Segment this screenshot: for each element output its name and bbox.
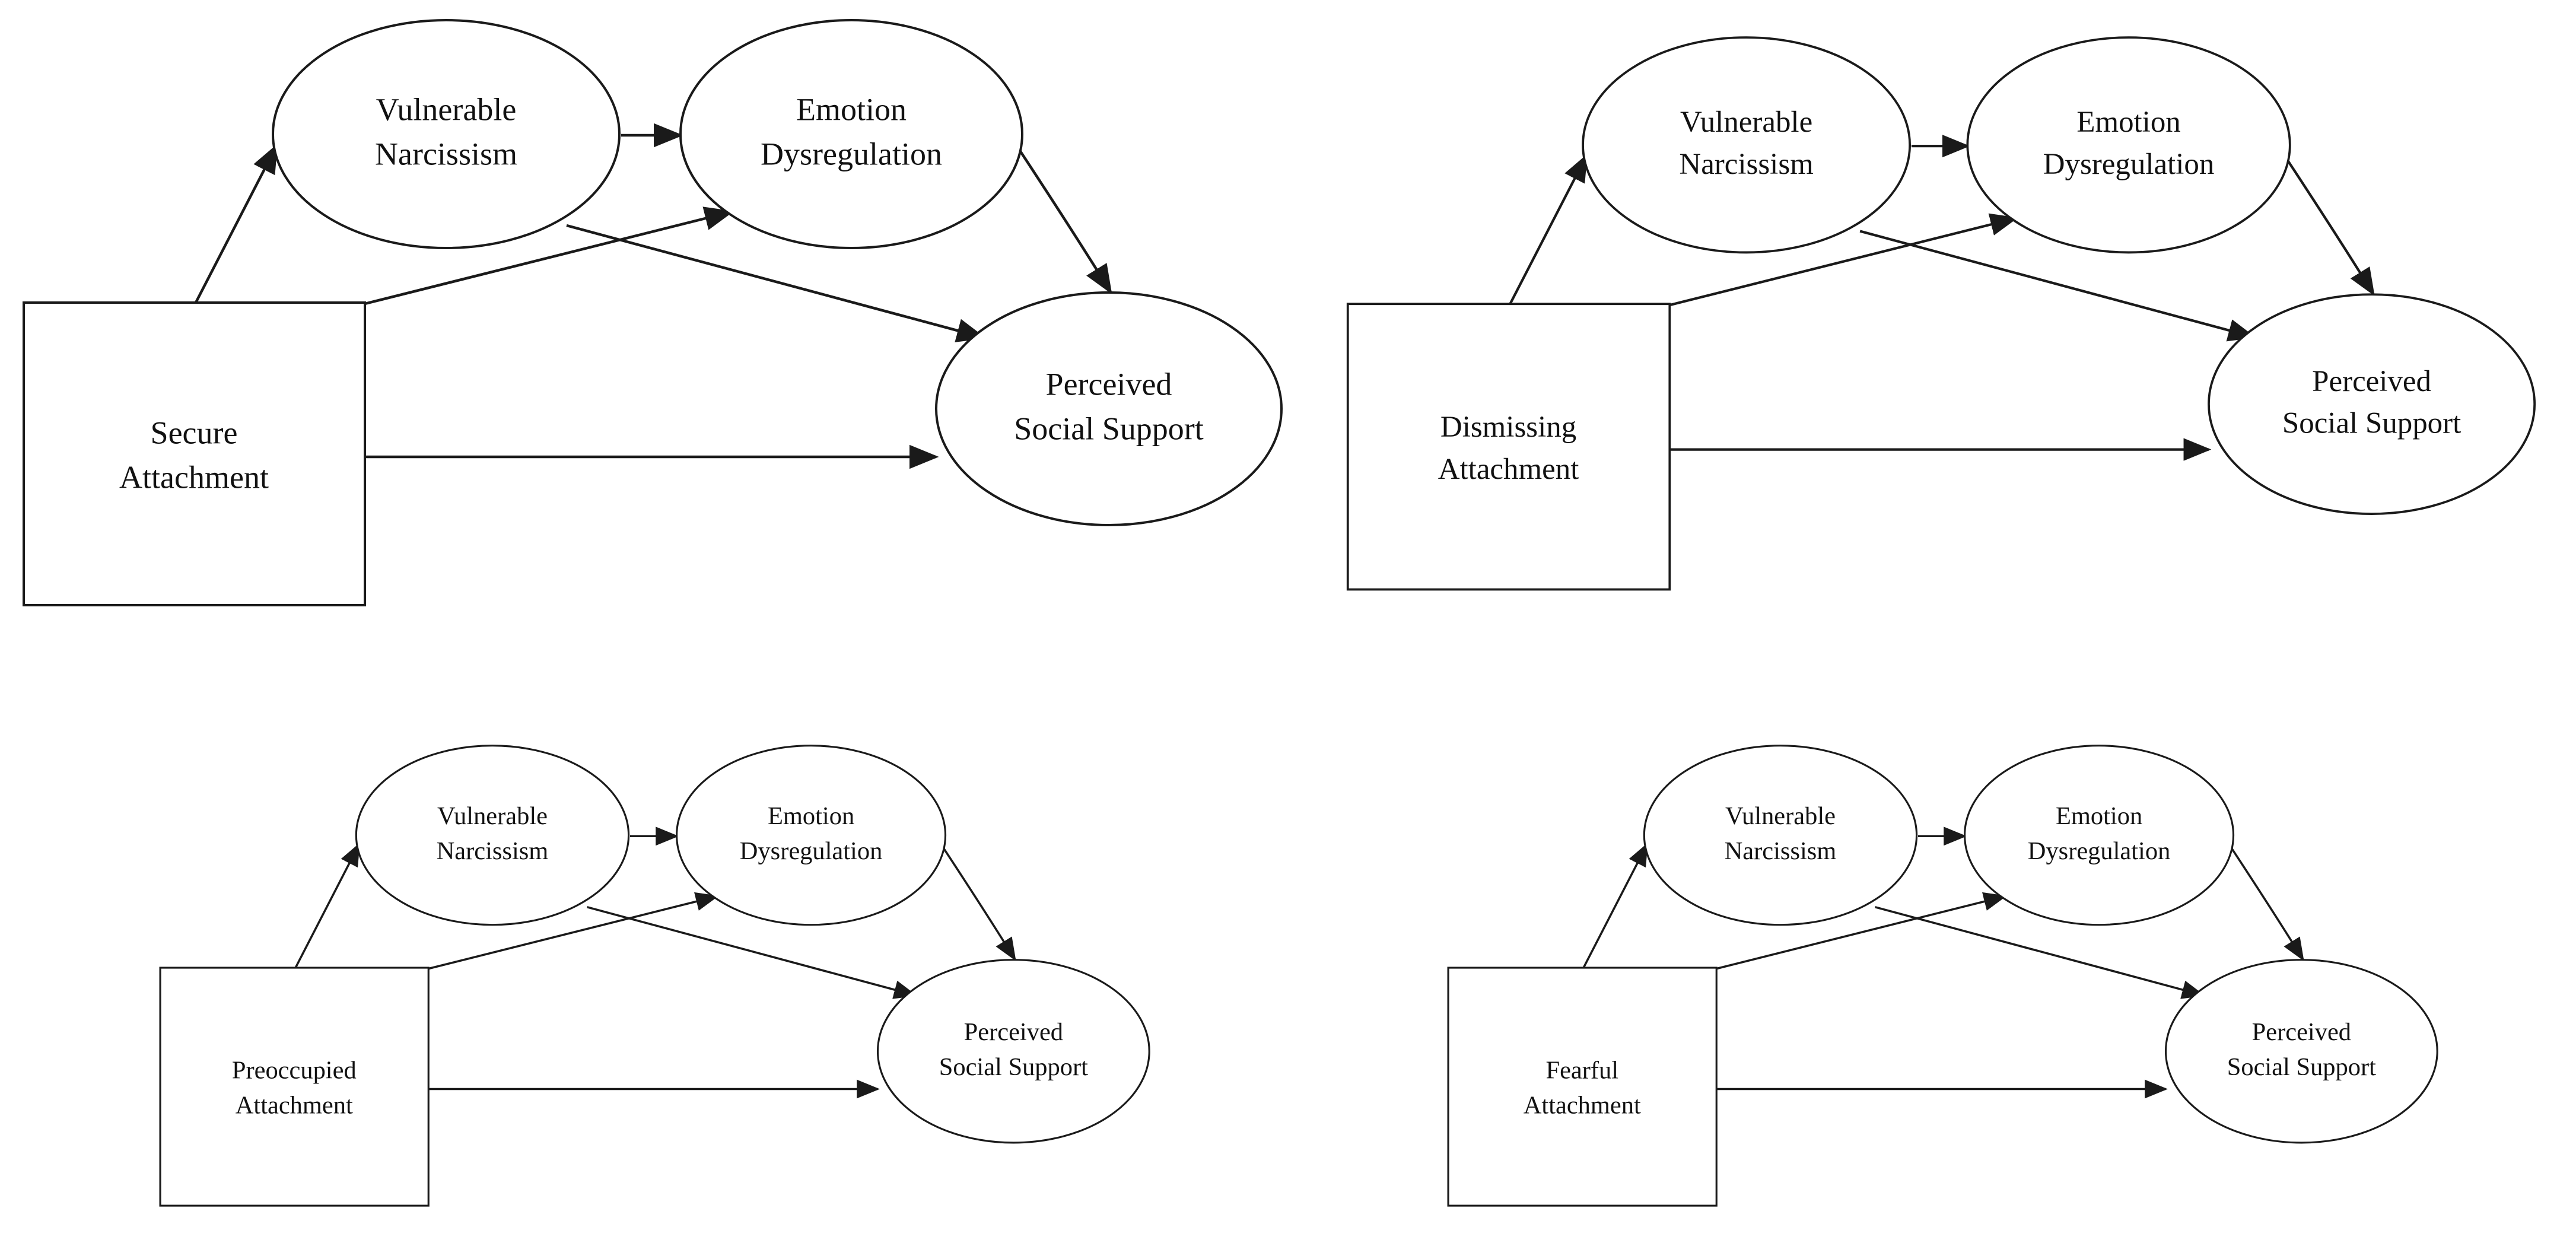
diagram-panel-secure: Secure Attachment Vulnerable Narcissism … <box>23 19 1283 606</box>
node-outcome-ellipse[interactable] <box>2208 293 2536 515</box>
node-mediator2-ellipse[interactable] <box>1966 36 2291 254</box>
edge-mediator1-to-outcome <box>566 224 987 342</box>
edge-mediator1-to-outcome <box>1875 906 2205 999</box>
edge-mediator1-to-outcome <box>587 906 917 999</box>
node-outcome-label-line1: Perceived <box>1046 366 1172 402</box>
node-predictor-label-line1: Preoccupied <box>232 1057 357 1085</box>
node-mediator2-label-line1: Emotion <box>796 91 907 127</box>
node-mediator2-label-line2: Dysregulation <box>761 136 942 171</box>
node-mediator2-label-line2: Dysregulation <box>740 837 883 865</box>
node-predictor-label-line2: Attachment <box>1438 453 1579 486</box>
node-mediator2-ellipse[interactable] <box>676 745 947 926</box>
edge-mediator1-to-outcome <box>1859 230 2256 342</box>
node-outcome-label-line2: Social Support <box>939 1053 1088 1081</box>
node-outcome-label-line2: Social Support <box>2227 1053 2376 1081</box>
node-mediator1-label-line2: Narcissism <box>437 837 549 865</box>
node-mediator1-label-line1: Vulnerable <box>1680 106 1812 139</box>
node-mediator2-label-line1: Emotion <box>768 802 854 830</box>
node-predictor-box[interactable] <box>1346 303 1671 591</box>
edge-predictor-to-mediator2 <box>1669 213 2018 307</box>
node-mediator1-ellipse[interactable] <box>355 745 630 926</box>
node-outcome-ellipse[interactable] <box>935 291 1283 526</box>
node-mediator1-ellipse[interactable] <box>1643 745 1918 926</box>
edge-predictor-to-mediator2 <box>364 206 734 306</box>
node-mediator1-ellipse[interactable] <box>272 19 621 249</box>
node-outcome-label-line1: Perceived <box>2252 1018 2351 1046</box>
node-predictor-label-line2: Attachment <box>236 1092 353 1120</box>
edge-predictor-to-mediator1 <box>194 143 278 304</box>
diagram-panel-fearful: Fearful Attachment Vulnerable Narcissism… <box>1447 745 2438 1207</box>
edge-predictor-to-mediator1 <box>294 843 360 968</box>
node-mediator2-ellipse[interactable] <box>679 19 1023 249</box>
node-mediator1-label-line2: Narcissism <box>1679 148 1813 181</box>
node-outcome-ellipse[interactable] <box>876 959 1150 1144</box>
node-predictor-box[interactable] <box>1447 967 1718 1207</box>
node-mediator2-label-line2: Dysregulation <box>2043 148 2215 181</box>
node-mediator1-label-line1: Vulnerable <box>376 91 517 127</box>
edge-predictor-to-mediator1 <box>1582 843 1648 968</box>
edge-layer <box>1582 809 2304 1099</box>
node-mediator1-label-line2: Narcissism <box>1725 837 1837 865</box>
node-mediator2-label-line1: Emotion <box>2056 802 2142 830</box>
edge-predictor-to-mediator1 <box>1509 154 1588 305</box>
node-predictor-box[interactable] <box>159 967 430 1207</box>
node-outcome-label-line1: Perceived <box>964 1018 1063 1046</box>
node-outcome-label-line2: Social Support <box>2282 407 2461 440</box>
node-predictor-label-line2: Attachment <box>119 459 269 495</box>
diagram-panel-dismissing: Dismissing Attachment Vulnerable Narciss… <box>1346 36 2536 591</box>
node-mediator1-label-line2: Narcissism <box>375 136 517 171</box>
node-predictor-label-line1: Dismissing <box>1440 411 1576 444</box>
edge-predictor-to-mediator2 <box>428 892 719 970</box>
node-predictor-label-line2: Attachment <box>1524 1092 1641 1120</box>
node-outcome-label-line1: Perceived <box>2312 365 2431 398</box>
node-predictor-label-line1: Secure <box>151 415 238 450</box>
node-predictor-label-line1: Fearful <box>1545 1057 1618 1085</box>
node-mediator1-label-line1: Vulnerable <box>1725 802 1836 830</box>
node-mediator2-label-line2: Dysregulation <box>2028 837 2171 865</box>
edge-predictor-to-mediator2 <box>1716 892 2007 970</box>
node-outcome-ellipse[interactable] <box>2164 959 2438 1144</box>
node-outcome-label-line2: Social Support <box>1014 411 1204 446</box>
node-mediator1-ellipse[interactable] <box>1582 36 1912 254</box>
node-mediator1-label-line1: Vulnerable <box>437 802 548 830</box>
node-mediator2-ellipse[interactable] <box>1964 745 2235 926</box>
node-predictor-box[interactable] <box>23 301 366 606</box>
diagram-panel-preoccupied: Preoccupied Attachment Vulnerable Narcis… <box>159 745 1150 1207</box>
node-mediator2-label-line1: Emotion <box>2076 106 2180 139</box>
